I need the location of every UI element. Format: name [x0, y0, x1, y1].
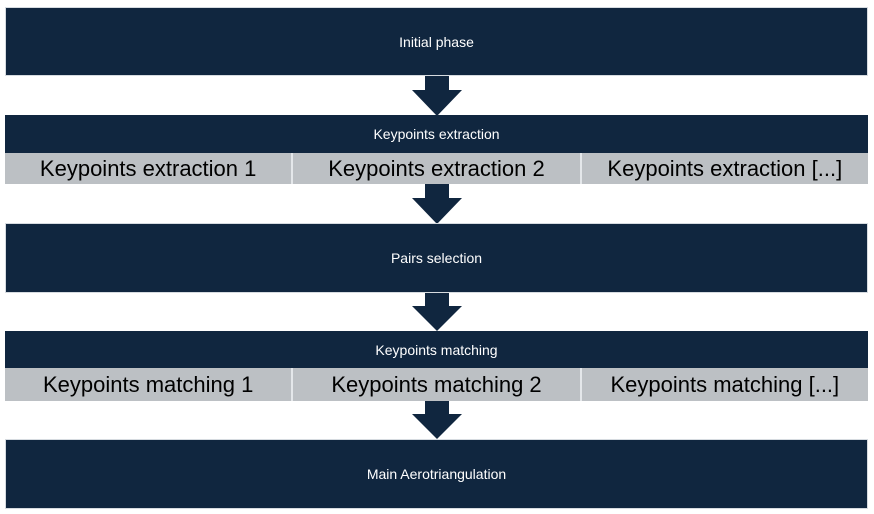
extraction-substep: Keypoints extraction 2: [293, 153, 582, 184]
step-main-aerotriangulation: Main Aerotriangulation: [5, 439, 868, 509]
step-pairs-selection: Pairs selection: [5, 223, 868, 293]
down-arrow-icon: [412, 76, 462, 116]
extraction-substep: Keypoints extraction [...]: [581, 153, 868, 184]
matching-substeps: Keypoints matching 1 Keypoints matching …: [5, 368, 868, 401]
matching-substep-label: Keypoints matching [...]: [610, 371, 840, 397]
down-arrow-icon: [412, 184, 462, 224]
extraction-substep-label: Keypoints extraction [...]: [607, 155, 843, 181]
matching-substep: Keypoints matching [...]: [581, 368, 868, 401]
down-arrow-icon: [412, 401, 462, 439]
matching-substep-label: Keypoints matching 2: [331, 371, 542, 397]
matching-substep-label: Keypoints matching 1: [42, 371, 254, 397]
extraction-substeps: Keypoints extraction 1 Keypoints extract…: [5, 153, 868, 184]
step-main-aerotriangulation-label: Main Aerotriangulation: [366, 466, 507, 482]
step-pairs-selection-label: Pairs selection: [390, 250, 483, 266]
down-arrow-icon: [412, 293, 462, 331]
step-keypoints-extraction-label: Keypoints extraction: [373, 126, 500, 142]
step-keypoints-matching-label: Keypoints matching: [375, 341, 498, 358]
matching-substep: Keypoints matching 1: [5, 368, 294, 401]
extraction-substep-label: Keypoints extraction 2: [328, 155, 545, 181]
extraction-substep-label: Keypoints extraction 1: [39, 155, 257, 181]
step-initial-phase-label: Initial phase: [399, 33, 474, 50]
extraction-substep: Keypoints extraction 1: [5, 153, 294, 184]
matching-substep: Keypoints matching 2: [293, 368, 582, 401]
step-keypoints-extraction: Keypoints extraction: [5, 115, 868, 153]
step-keypoints-matching: Keypoints matching: [5, 331, 868, 368]
step-initial-phase: Initial phase: [5, 7, 868, 76]
